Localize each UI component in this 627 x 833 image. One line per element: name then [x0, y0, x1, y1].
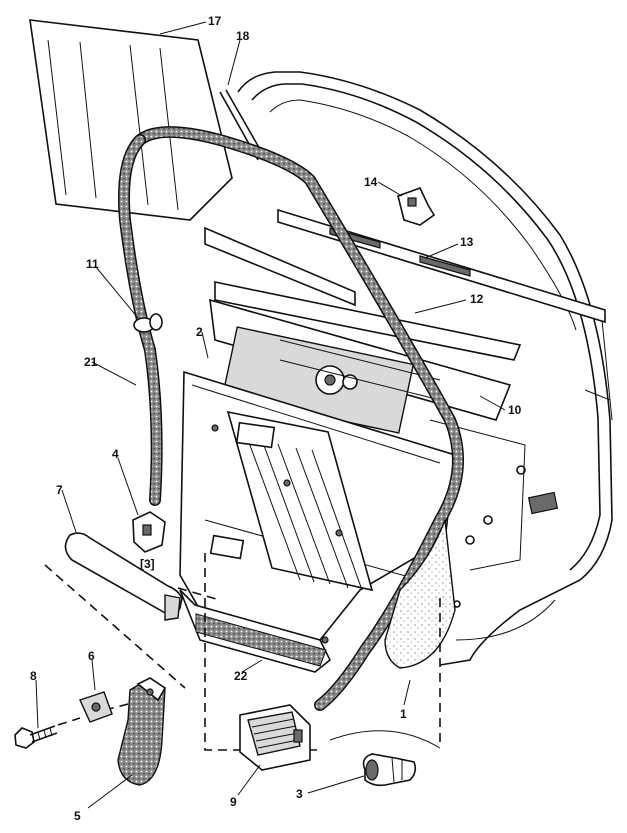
callout-11: 11 [86, 257, 99, 271]
trim-panel-seal [195, 613, 327, 667]
callout-7: 7 [56, 483, 63, 497]
door-latch-slot [527, 491, 559, 515]
callout-18: 18 [236, 29, 250, 43]
callout-12: 12 [470, 292, 484, 306]
door-glass [29, 19, 233, 221]
assembly-guides [44, 553, 441, 751]
window-clip [397, 186, 436, 226]
body-contour [329, 730, 441, 749]
armrest [64, 532, 183, 621]
pull-handle [117, 677, 167, 786]
callout-labels: 17 18 14 13 12 10 11 21 2 4 7 6 8 5 9 3 … [30, 14, 522, 823]
leader-lines [35, 21, 506, 809]
callout-3-bracket: [3] [140, 557, 155, 571]
nut-plate [79, 691, 113, 723]
callout-2: 2 [196, 325, 203, 339]
callout-8: 8 [30, 669, 37, 683]
callout-22: 22 [234, 669, 248, 683]
speaker-grille [239, 704, 311, 771]
screw [14, 725, 58, 749]
door-panel-clip [362, 753, 417, 787]
door-trim-panel [179, 370, 456, 673]
callout-10: 10 [508, 403, 522, 417]
door-plug [133, 313, 163, 333]
callout-21: 21 [84, 355, 98, 369]
callout-13: 13 [460, 235, 474, 249]
callout-14: 14 [364, 175, 378, 189]
callout-3: 3 [296, 787, 303, 801]
callout-9: 9 [230, 795, 237, 809]
callout-1: 1 [400, 707, 407, 721]
callout-5: 5 [74, 809, 81, 823]
callout-17: 17 [208, 14, 222, 28]
callout-6: 6 [88, 649, 95, 663]
door-weatherstrip [118, 126, 464, 711]
inner-belt-strip [204, 226, 522, 361]
retaining-clip [132, 511, 166, 553]
lower-door-seal [384, 519, 456, 669]
callout-4: 4 [112, 447, 119, 461]
